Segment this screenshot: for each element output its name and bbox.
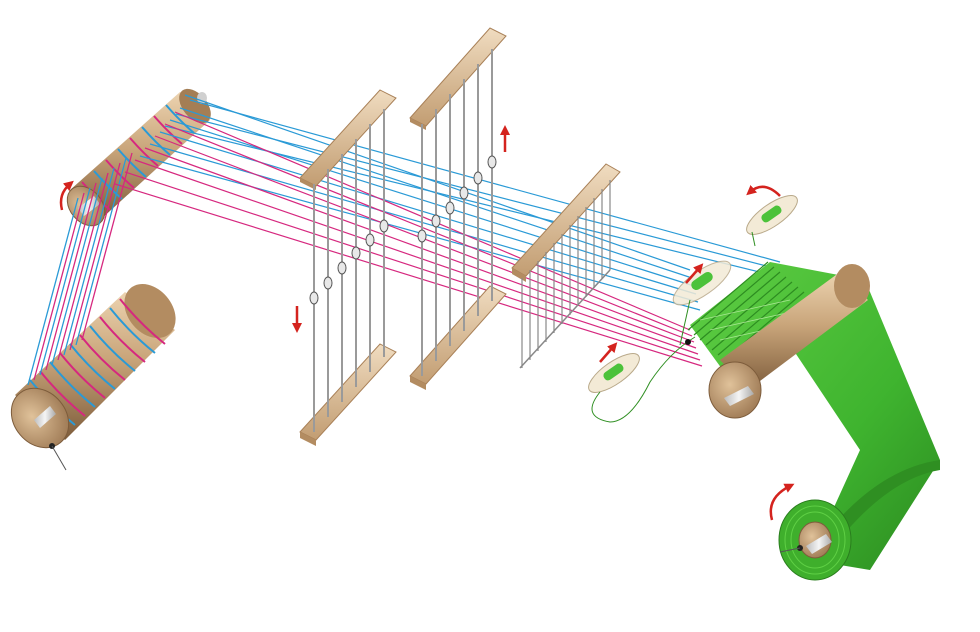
back-roller: [66, 88, 211, 227]
warp-beam: [10, 284, 176, 471]
shuttle-bottom: [588, 336, 696, 423]
breast-roller: [708, 264, 870, 419]
shuttle-top: [746, 195, 798, 247]
warp-threads-lower: [27, 152, 133, 386]
curved-arrow-icon: [59, 180, 74, 211]
shuttle: [672, 260, 732, 346]
reed: [511, 163, 621, 369]
straight-arrow-icon: [685, 263, 704, 284]
curved-arrow-icon: [746, 184, 781, 197]
curved-arrow-icon: [769, 483, 795, 521]
warp-threads-upper: [114, 94, 785, 367]
heddle-frame-front: [299, 89, 397, 446]
heddle-frame-back: [409, 27, 507, 390]
straight-arrow-icon: [599, 342, 618, 363]
cloth-beam: [778, 460, 940, 581]
weft-point: [685, 339, 691, 345]
